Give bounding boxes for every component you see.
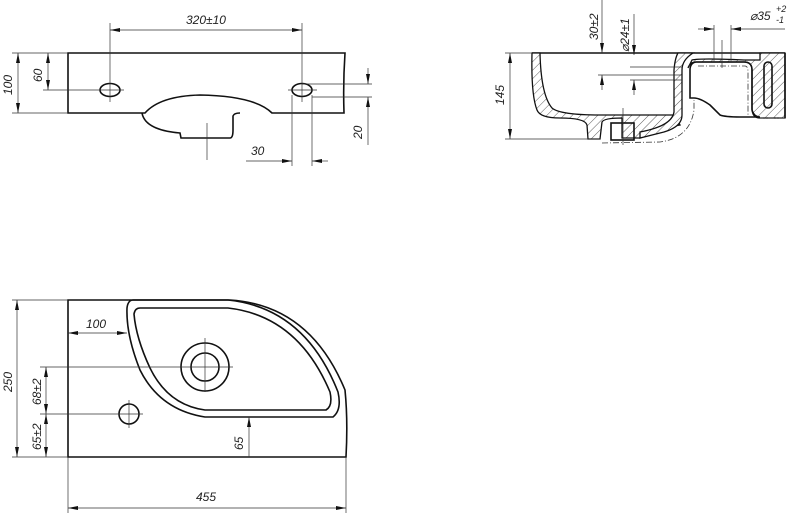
- dim-hole-height: 60: [31, 68, 45, 82]
- dim-section-height: 145: [493, 85, 507, 105]
- dim-height: 100: [1, 75, 15, 95]
- dim-plan-depth: 250: [1, 372, 15, 393]
- dim-hole-width: 30: [251, 144, 265, 158]
- dim-drain-tol-lower: -1: [776, 15, 784, 25]
- section-view: 145 30±2 ⌀24±1 ⌀35 +2 -1: [493, 0, 786, 145]
- dim-bowl-front-margin: 65: [232, 436, 246, 450]
- dim-plan-width: 455: [196, 490, 216, 504]
- dim-drain-tol-upper: +2: [776, 4, 786, 14]
- dim-tap-spacing: 320±10: [186, 13, 226, 27]
- front-view: 320±10 100 60 20 30: [1, 13, 372, 166]
- dim-overflow-depth: 30±2: [587, 13, 601, 40]
- dim-bowl-offset: 100: [86, 317, 106, 331]
- dim-drain-diameter: ⌀35: [750, 9, 771, 23]
- dim-drain-from-hole: 68±2: [30, 378, 44, 405]
- dim-hole-offset: 20: [351, 125, 365, 140]
- dim-hole-from-front: 65±2: [30, 423, 44, 450]
- dim-overflow-diameter: ⌀24±1: [618, 18, 632, 52]
- plan-view: 250 68±2 65±2 100 65 455: [1, 299, 348, 513]
